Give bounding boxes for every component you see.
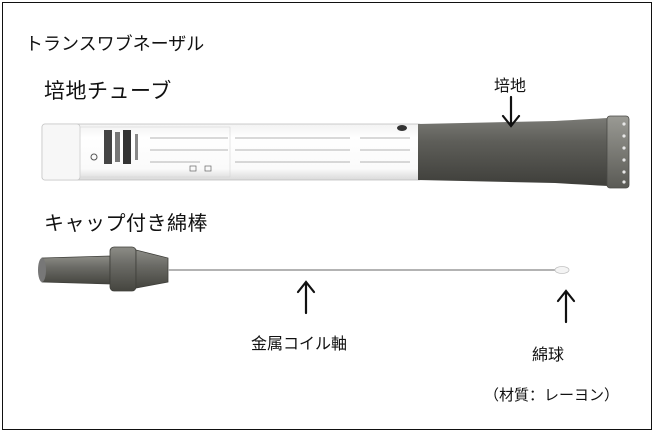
figure-title: トランスワブネーザル [25,34,205,55]
medium-section [418,115,630,189]
label-medium-tube: 培地チューブ [44,79,172,103]
label-metal-coil-shaft: 金属コイル軸 [251,334,348,353]
arrow-down-icon [501,95,521,128]
capped-swab [38,246,570,292]
label-material-note: （材質：レーヨン） [484,386,620,404]
label-capped-swab: キャップ付き綿棒 [44,211,208,235]
medium-tube [41,123,423,181]
cotton-bud [554,266,570,274]
arrow-up-icon [296,280,316,315]
arrow-up-icon [556,289,576,324]
label-medium: 培地 [494,76,527,95]
label-cotton-bud: 綿球 [532,345,565,364]
